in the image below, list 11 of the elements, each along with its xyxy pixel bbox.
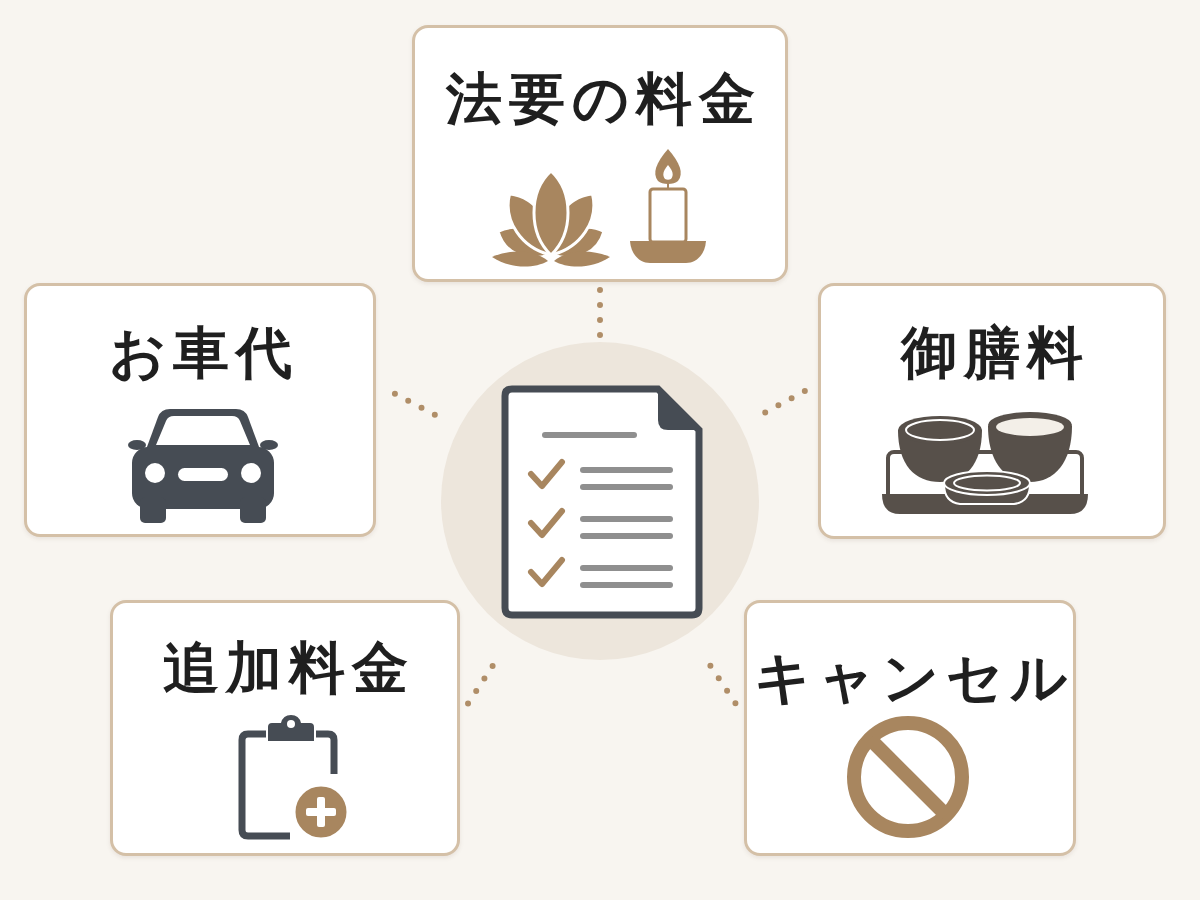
dotted-line (597, 286, 603, 338)
card (744, 600, 1076, 856)
card-title: 法要の料金 (444, 67, 762, 132)
card-title: キャンセル (752, 646, 1074, 711)
card (818, 283, 1166, 539)
card (412, 25, 788, 282)
card (24, 283, 376, 537)
card-title: 御膳料 (899, 321, 1090, 386)
card-title: 追加料金 (161, 636, 415, 701)
card-title: お車代 (107, 321, 299, 386)
card (110, 600, 460, 856)
